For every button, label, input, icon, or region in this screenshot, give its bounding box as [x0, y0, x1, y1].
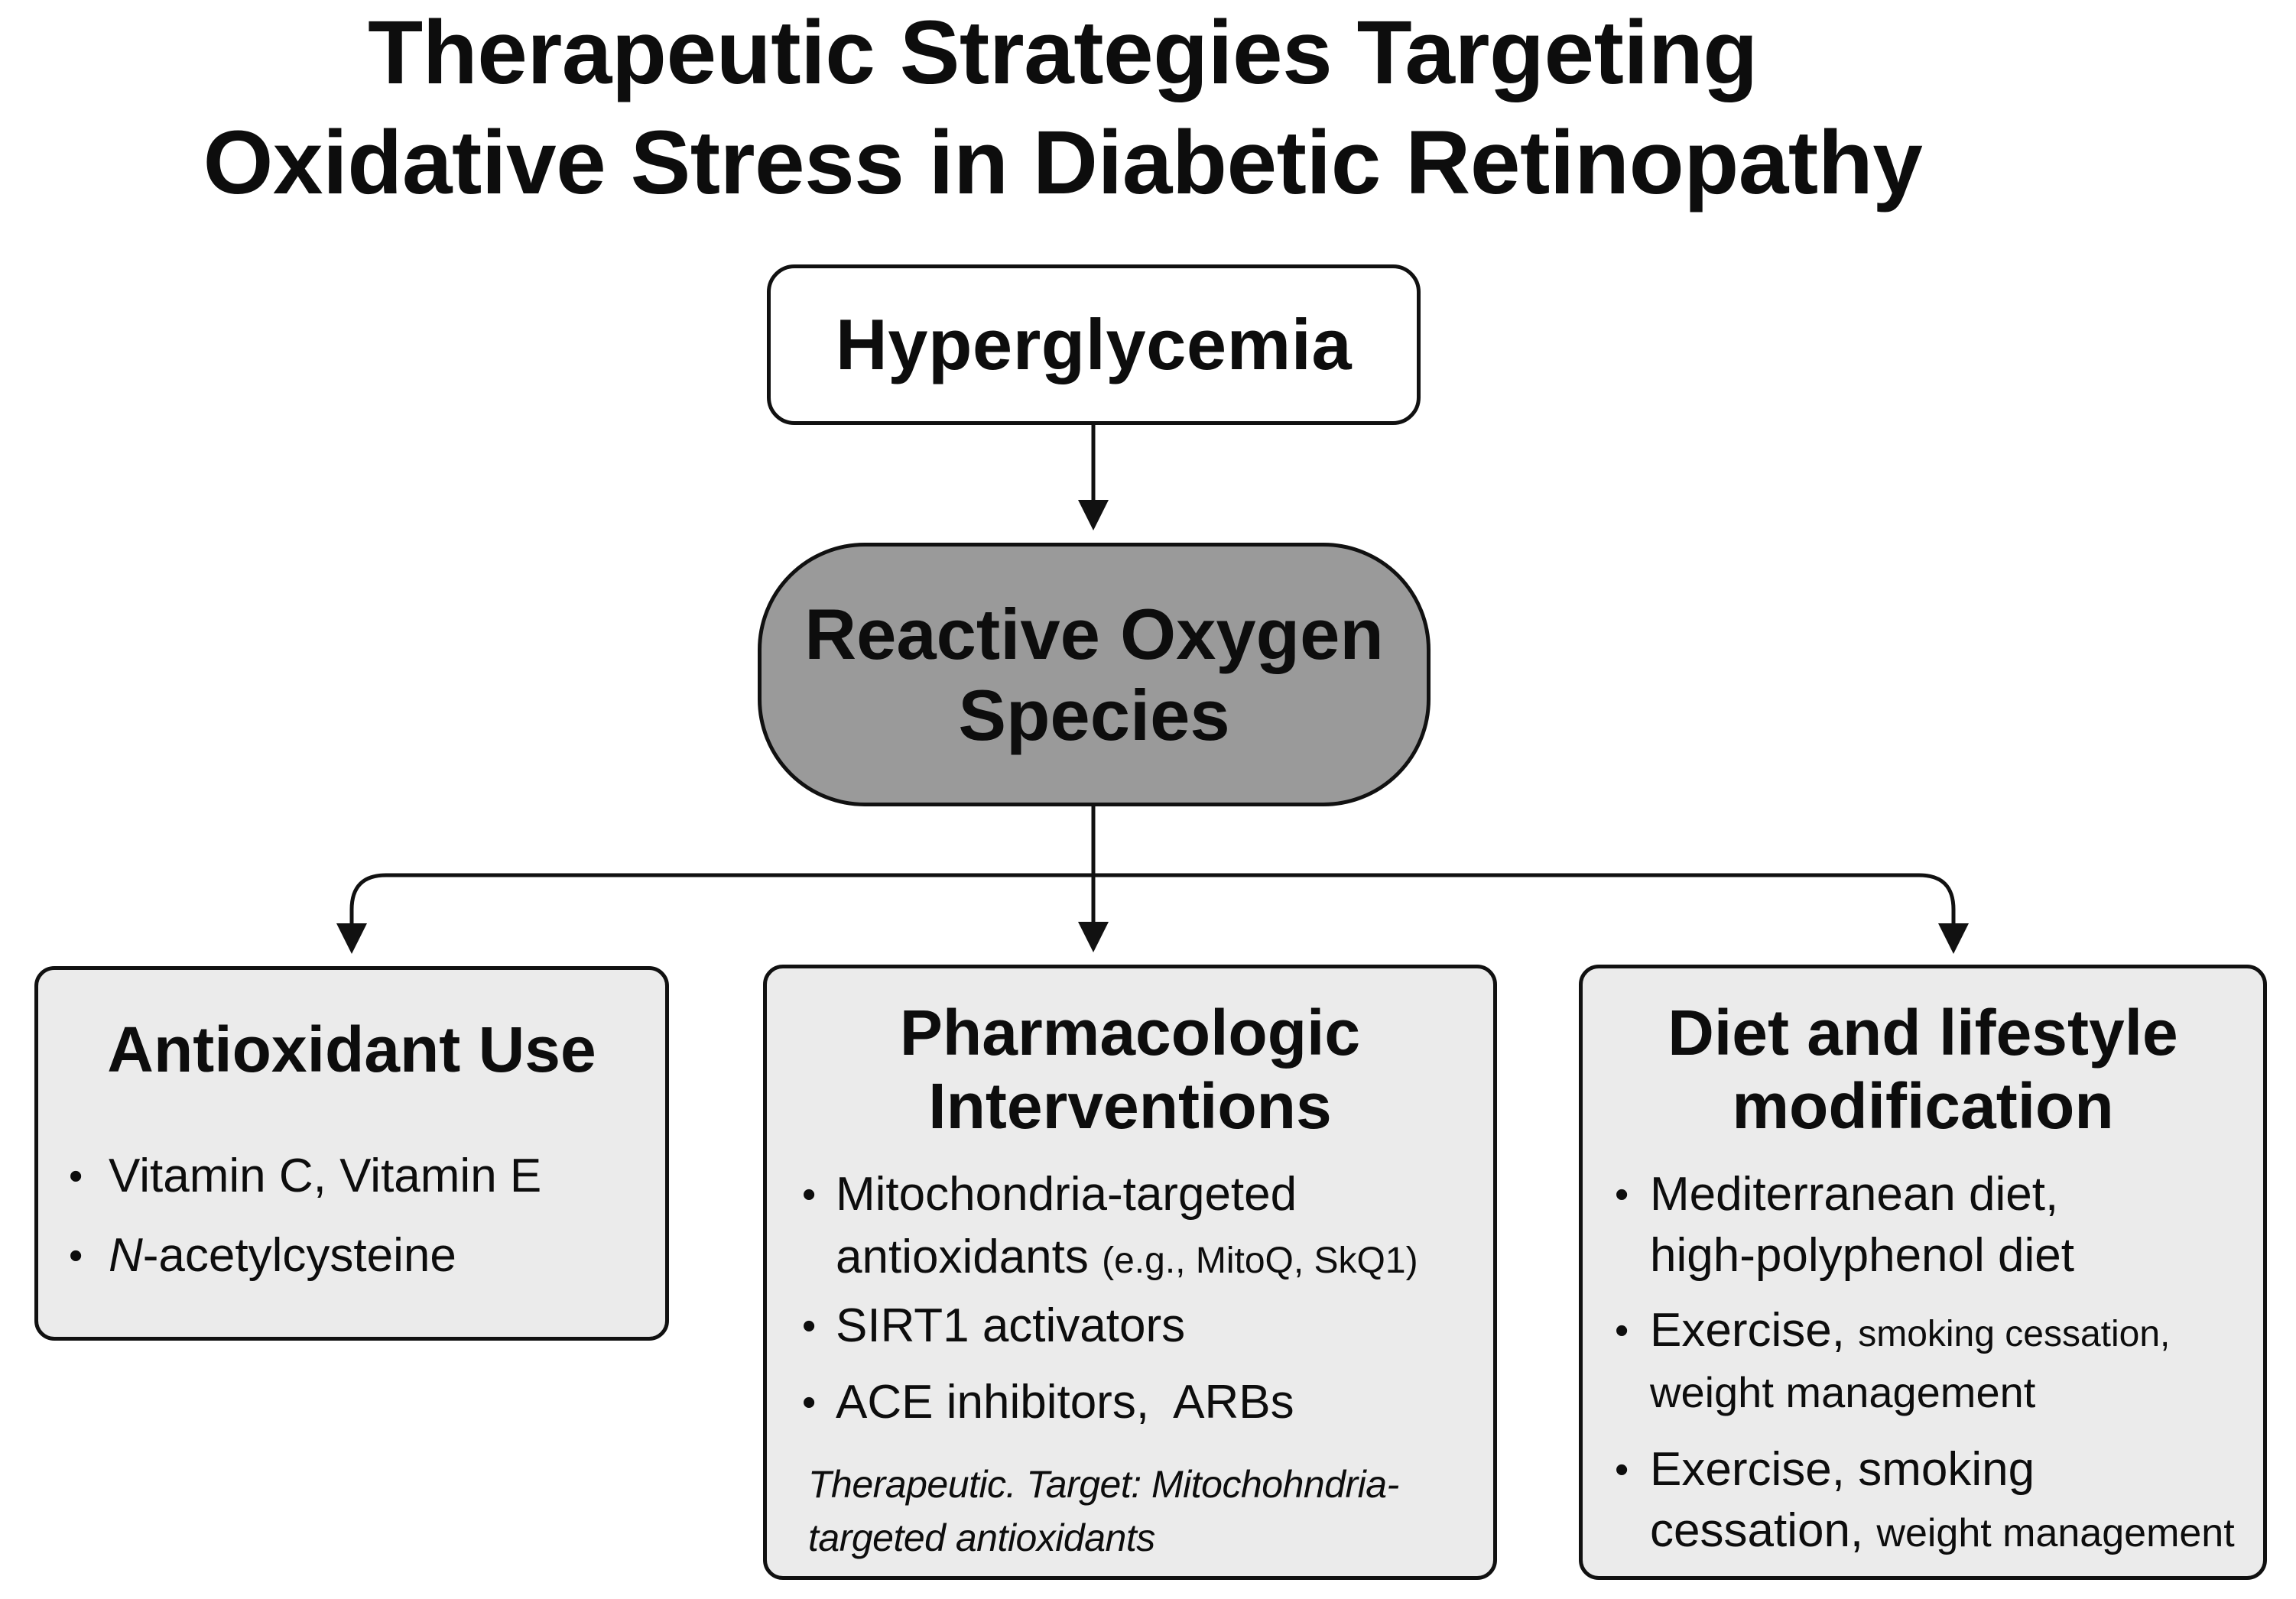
therapeutic-target-note-line-2: targeted antioxidants [808, 1516, 1155, 1559]
item-text-main: cessation, [1650, 1504, 1864, 1557]
list-item: • Mediterranean diet, high-polyphenol di… [1583, 1164, 2263, 1300]
therapeutic-target-note-line-1: Therapeutic. Target: Mitochohndria- [808, 1463, 1399, 1506]
item-text-line-1: Exercise, smoking cessation, [1650, 1300, 2170, 1365]
list-item: • Exercise, smoking cessation, weight ma… [1583, 1439, 2263, 1575]
item-text: SIRT1 activators [836, 1299, 1186, 1352]
item-text-line-2: high-polyphenol diet [1650, 1229, 2074, 1282]
diet-heading-line-2: modification [1732, 1070, 2114, 1142]
bullet-glyph: • [802, 1172, 817, 1217]
item-text-line-1: Exercise, smoking [1650, 1443, 2035, 1496]
item-text-line-2: cessation, weight management [1650, 1500, 2235, 1564]
ros-label-line-2: Species [958, 674, 1230, 755]
pharmacologic-interventions-box: Pharmacologic Interventions • Mitochondr… [763, 965, 1497, 1580]
item-text-detail: weight management [1650, 1368, 2036, 1416]
list-item: • Mitochondria-targeted antioxidants (e.… [767, 1164, 1493, 1296]
item-text-line-1: Mediterranean diet, [1650, 1168, 2059, 1221]
arrow-ros-to-antioxidant [336, 873, 1093, 954]
item-text-line-2: antioxidants (e.g., MitoQ, SkQ1) [836, 1227, 1418, 1292]
list-item: • Exercise, smoking cessation, weight ma… [1583, 1300, 2263, 1439]
bullet-glyph: • [1615, 1448, 1629, 1492]
list-item: • SIRT1 activators [767, 1296, 1493, 1372]
hyperglycemia-label: Hyperglycemia [835, 304, 1353, 384]
diet-heading-line-1: Diet and lifestyle [1668, 997, 2178, 1069]
reactive-oxygen-species-node: Reactive Oxygen Species [758, 543, 1431, 806]
item-text-line-1: Mitochondria-targeted [836, 1168, 1297, 1221]
bullet-glyph: • [1615, 1309, 1629, 1353]
diet-lifestyle-box: Diet and lifestyle modification • Medite… [1579, 965, 2267, 1580]
item-text: Vitamin C, Vitamin E [109, 1150, 542, 1202]
item-text-main: Exercise, [1650, 1304, 1845, 1357]
pharmacologic-heading-line-1: Pharmacologic [899, 997, 1361, 1069]
hyperglycemia-node: Hyperglycemia [767, 264, 1421, 425]
bullet-glyph: • [69, 1234, 83, 1278]
item-text-main: antioxidants [836, 1231, 1089, 1283]
italic-prefix: N [109, 1229, 143, 1282]
item-text: N-acetylcysteine [109, 1225, 456, 1286]
diagram-title-line-1: Therapeutic Strategies Targeting [368, 2, 1758, 103]
list-item: • N-acetylcysteine [38, 1225, 665, 1305]
diagram-title-line-2: Oxidative Stress in Diabetic Retinopathy [203, 112, 1923, 213]
bullet-glyph: • [802, 1304, 817, 1348]
item-text-line-2: weight management [1650, 1361, 2035, 1423]
antioxidant-list: • Vitamin C, Vitamin E • N-acetylcystein… [38, 1146, 665, 1305]
antioxidant-heading: Antioxidant Use [107, 1014, 596, 1085]
bullet-glyph: • [802, 1380, 817, 1425]
arrow-ros-to-diet [1093, 873, 1969, 954]
bullet-glyph: • [69, 1154, 83, 1198]
pharmacologic-list: • Mitochondria-targeted antioxidants (e.… [767, 1164, 1493, 1448]
list-item: • ACE inhibitors, ARBs [767, 1372, 1493, 1448]
item-text-rest: -acetylcysteine [142, 1229, 456, 1282]
item-text-detail: weight management [1876, 1511, 2235, 1555]
item-text: ACE inhibitors, ARBs [836, 1376, 1294, 1429]
bullet-glyph: • [1615, 1172, 1629, 1217]
item-text-example: (e.g., MitoQ, SkQ1) [1102, 1241, 1418, 1281]
ros-label-line-1: Reactive Oxygen [804, 593, 1384, 674]
diet-list: • Mediterranean diet, high-polyphenol di… [1583, 1164, 2263, 1575]
pharmacologic-heading-line-2: Interventions [928, 1070, 1332, 1142]
antioxidant-use-box: Antioxidant Use • Vitamin C, Vitamin E •… [34, 966, 669, 1341]
item-text-detail: smoking cessation, [1858, 1314, 2171, 1354]
list-item: • Vitamin C, Vitamin E [38, 1146, 665, 1225]
